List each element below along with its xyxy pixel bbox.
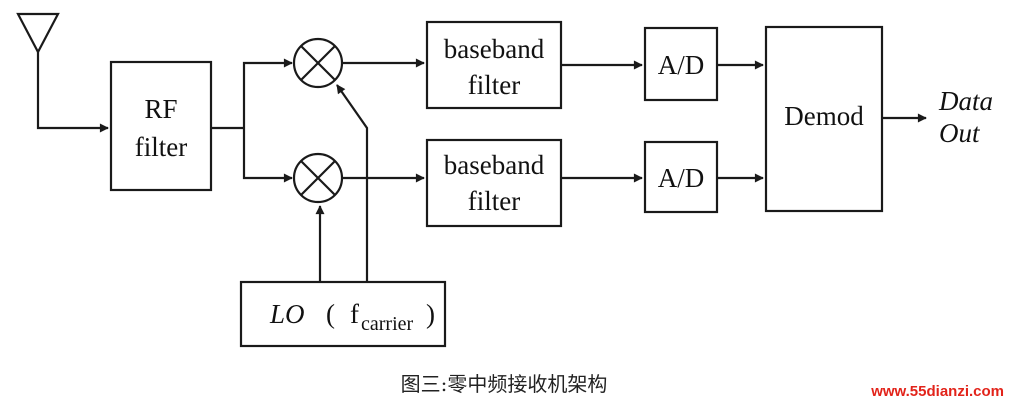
lo-freq-subscript: carrier <box>361 313 414 335</box>
baseband-filter-bottom-line1: baseband <box>444 150 545 180</box>
wire-to-mixer-top <box>242 58 293 128</box>
baseband-filter-bottom-block <box>425 138 563 228</box>
mixer-bottom-icon <box>292 152 344 204</box>
figure-caption: 图三:零中频接收机架构 <box>401 372 608 396</box>
antenna-icon <box>16 12 109 133</box>
lo-paren-open: ( <box>326 299 335 329</box>
mixer-top-icon <box>292 37 344 89</box>
data-out-line2: Out <box>939 118 981 148</box>
wire-to-mixer-bottom <box>242 128 293 183</box>
data-out-line1: Data <box>938 86 993 116</box>
demod-block <box>764 25 884 213</box>
watermark-text: www.55dianzi.com <box>870 383 1004 400</box>
baseband-filter-top-line2: filter <box>468 70 520 100</box>
baseband-filter-top-line1: baseband <box>444 34 545 64</box>
rf-filter-block <box>109 60 213 192</box>
baseband-filter-bottom-line2: filter <box>468 186 520 216</box>
rf-filter-label-line1: RF <box>144 94 177 124</box>
rf-filter-label-line2: filter <box>135 132 187 162</box>
lo-label: LO <box>269 299 305 329</box>
adc-bottom-label: A/D <box>658 163 705 193</box>
adc-top-label: A/D <box>658 50 705 80</box>
lo-to-mixer-top-wire <box>336 84 369 282</box>
lo-paren-close: ) <box>426 299 435 329</box>
demod-label: Demod <box>784 101 864 131</box>
lo-freq-symbol: f <box>350 299 359 329</box>
lo-block <box>239 280 447 348</box>
